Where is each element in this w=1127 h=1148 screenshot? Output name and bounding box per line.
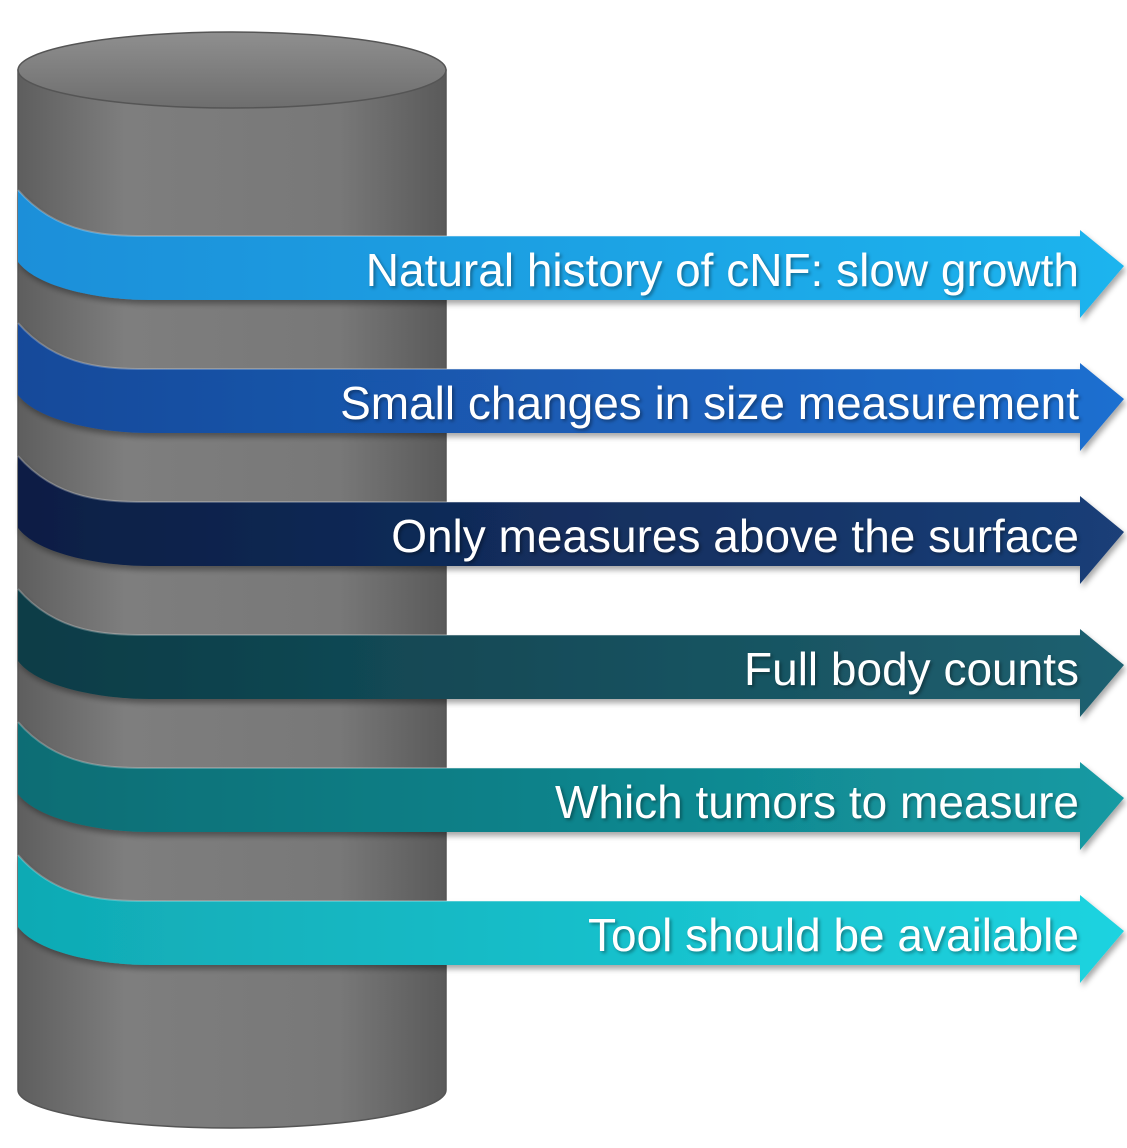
band-highlight-5 xyxy=(17,721,1080,769)
bands-layer xyxy=(17,189,1124,983)
band-label-1: Natural history of cNF: slow growth xyxy=(365,244,1079,296)
band-label-6: Tool should be available xyxy=(587,909,1079,961)
band-arrow-5 xyxy=(18,722,1124,850)
cylinder-top xyxy=(17,31,447,109)
band-arrow-4 xyxy=(18,589,1124,717)
band-highlight-4 xyxy=(17,588,1080,636)
band-label-5: Which tumors to measure xyxy=(554,776,1079,828)
band-label-4: Full body counts xyxy=(744,643,1079,695)
band-label-3: Only measures above the surface xyxy=(391,510,1079,562)
band-highlight-6 xyxy=(17,854,1080,902)
band-arrow-6 xyxy=(18,855,1124,983)
band-arrow-1 xyxy=(18,190,1124,318)
band-highlight-1 xyxy=(17,189,1080,237)
cylinder-body xyxy=(17,69,447,1129)
band-arrow-3 xyxy=(18,456,1124,584)
band-highlight-2 xyxy=(17,322,1080,370)
band-label-2: Small changes in size measurement xyxy=(340,377,1079,429)
band-arrow-2 xyxy=(18,323,1124,451)
band-highlight-3 xyxy=(17,455,1080,503)
